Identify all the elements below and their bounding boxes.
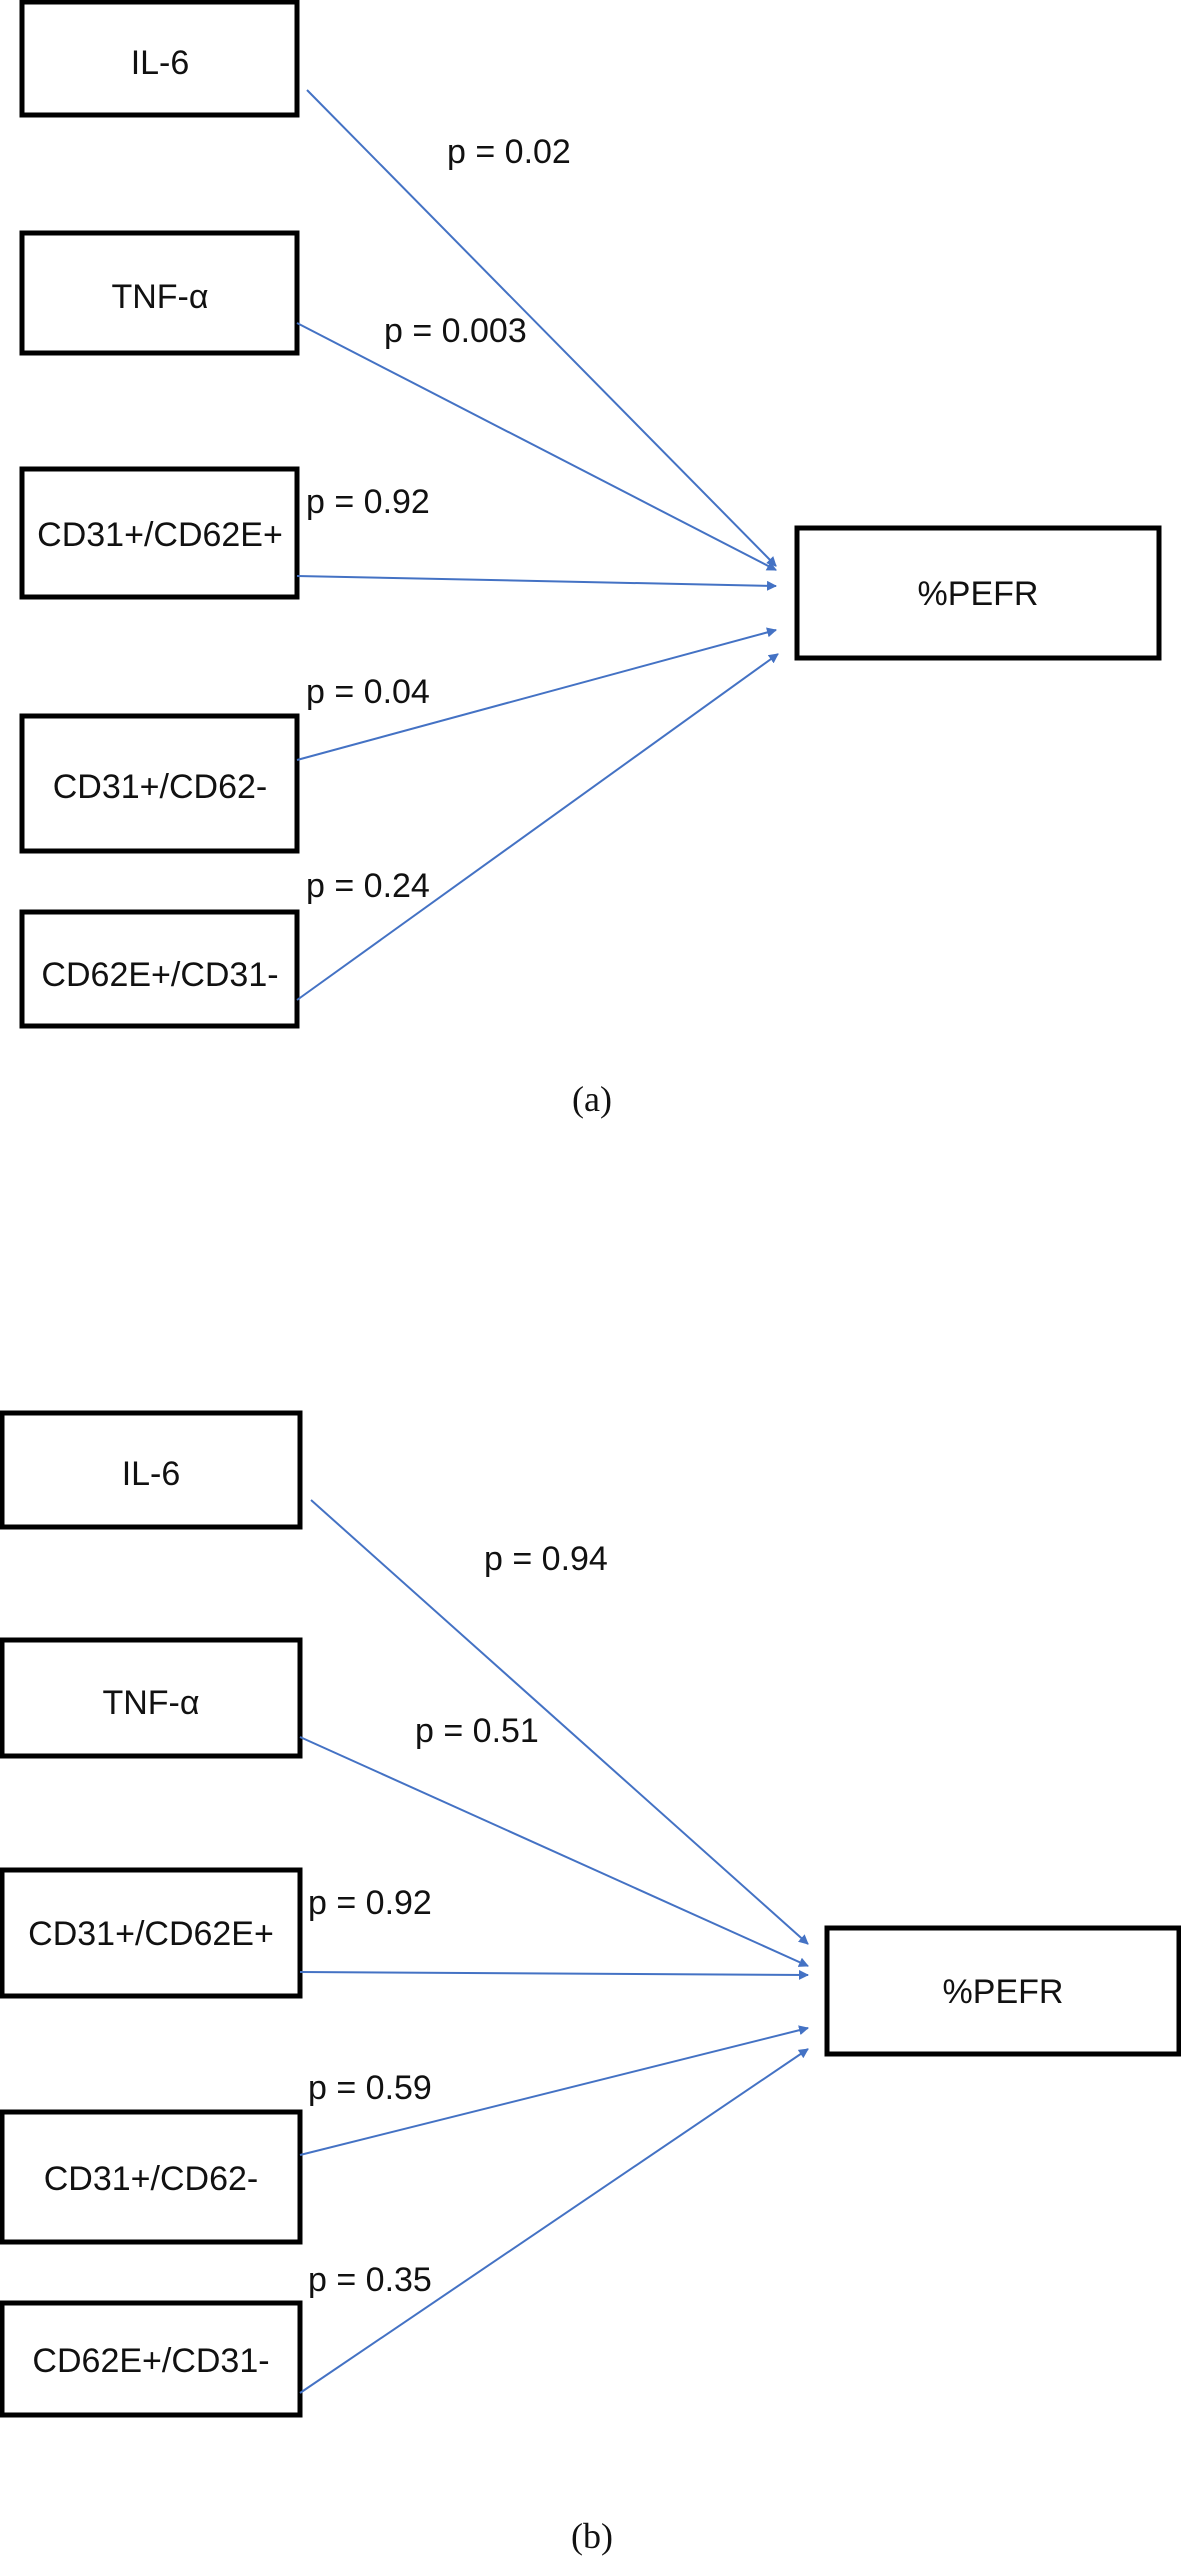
arrow-cd31-cd62-neg [296, 627, 777, 761]
target-label: %PEFR [943, 1973, 1064, 2011]
source-node-il6: IL-6 [19, 0, 300, 118]
source-label: IL-6 [122, 1455, 181, 1493]
source-box [0, 2109, 303, 2245]
panel-b: IL-6 TNF-α CD31+/CD62E+ CD31+/CD62- CD62… [0, 1410, 1181, 2556]
source-label: TNF-α [102, 1684, 199, 1722]
source-box [0, 1410, 303, 1530]
arrow-cd31-cd62e-pos [296, 575, 777, 591]
panel-caption: (a) [572, 1079, 612, 1119]
source-box [19, 713, 300, 854]
p-label-cd31-cd62-neg: p = 0.59 [308, 2069, 432, 2107]
arrow-tnf [296, 322, 777, 571]
target-label: %PEFR [918, 575, 1039, 613]
arrow-cd62e-cd31-neg [296, 653, 779, 1001]
source-label: IL-6 [131, 44, 190, 82]
p-label-cd62e-cd31-neg: p = 0.24 [306, 867, 430, 905]
source-box [0, 2300, 303, 2418]
source-box [19, 230, 300, 356]
p-label-cd62e-cd31-neg: p = 0.35 [308, 2261, 432, 2299]
arrow-il6 [310, 1499, 809, 1945]
panel-a: IL-6 TNF-α CD31+/CD62E+ CD31+/CD62- CD62… [19, 0, 1162, 1119]
source-node-cd31-cd62-neg: CD31+/CD62- [19, 713, 300, 854]
arrow-cd31-cd62e-pos [299, 1969, 809, 1980]
source-node-tnf: TNF-α [0, 1637, 303, 1759]
source-label: TNF-α [111, 278, 208, 316]
source-label: CD62E+/CD31- [41, 956, 278, 994]
source-label: CD62E+/CD31- [32, 2342, 269, 2380]
p-label-il6: p = 0.02 [447, 133, 571, 171]
arrow-cd31-cd62-neg [299, 2025, 809, 2156]
p-label-tnf: p = 0.003 [384, 312, 527, 350]
p-label-il6: p = 0.94 [484, 1540, 608, 1578]
source-box [19, 0, 300, 118]
source-label: CD31+/CD62- [44, 2160, 258, 2198]
arrow-tnf [299, 1736, 809, 1967]
source-box [0, 1867, 303, 1999]
source-node-cd31-cd62-neg: CD31+/CD62- [0, 2109, 303, 2245]
source-box [19, 466, 300, 600]
panel-caption: (b) [571, 2516, 613, 2556]
source-label: CD31+/CD62E+ [28, 1915, 274, 1953]
arrow-il6 [306, 89, 777, 567]
source-node-cd31-cd62e-pos: CD31+/CD62E+ [0, 1867, 303, 1999]
target-box [794, 525, 1162, 661]
source-node-il6: IL-6 [0, 1410, 303, 1530]
source-node-cd31-cd62e-pos: CD31+/CD62E+ [19, 466, 300, 600]
p-label-cd31-cd62e-pos: p = 0.92 [308, 1884, 432, 1922]
source-node-cd62e-cd31-neg: CD62E+/CD31- [0, 2300, 303, 2418]
source-node-tnf: TNF-α [19, 230, 300, 356]
target-node: %PEFR [794, 525, 1162, 661]
source-label: CD31+/CD62- [53, 768, 267, 806]
source-label: CD31+/CD62E+ [37, 516, 283, 554]
target-node: %PEFR [824, 1925, 1181, 2057]
target-box [824, 1925, 1181, 2057]
source-box [0, 1637, 303, 1759]
p-label-cd31-cd62e-pos: p = 0.92 [306, 483, 430, 521]
p-label-cd31-cd62-neg: p = 0.04 [306, 673, 430, 711]
arrow-cd62e-cd31-neg [299, 2048, 809, 2394]
source-node-cd62e-cd31-neg: CD62E+/CD31- [19, 909, 300, 1029]
source-box [19, 909, 300, 1029]
p-label-tnf: p = 0.51 [415, 1712, 539, 1750]
